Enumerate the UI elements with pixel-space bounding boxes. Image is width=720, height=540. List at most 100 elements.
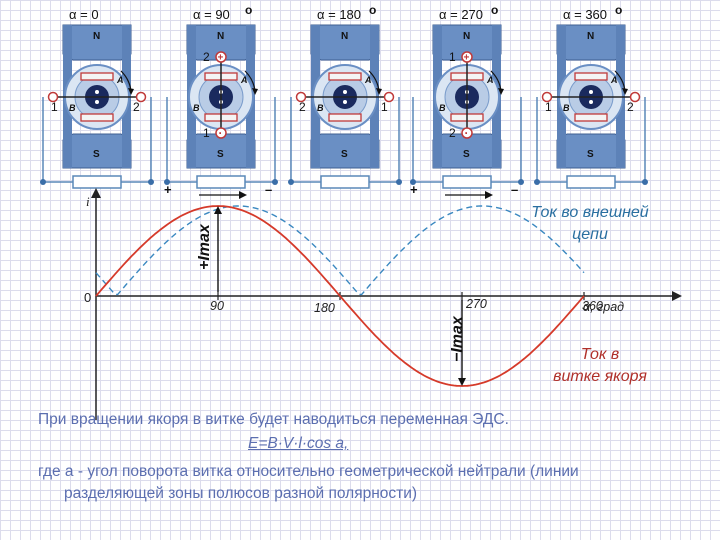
brush-b-4 bbox=[574, 113, 608, 122]
legend-external-line2: цепи bbox=[572, 226, 608, 243]
degree-mark-4: o bbox=[615, 3, 622, 17]
coil-side-left-2 bbox=[295, 91, 307, 103]
polarity-plus-3: + bbox=[410, 182, 418, 197]
load-resistor-1 bbox=[196, 175, 246, 189]
degree-mark-3: o bbox=[491, 3, 498, 17]
coil-current-curve bbox=[95, 205, 585, 387]
commutator-dot-top-4 bbox=[589, 90, 593, 94]
pole-n-label-2: N bbox=[341, 31, 348, 42]
coil-side-bottom-3 bbox=[461, 127, 473, 139]
coil-num-top-1: 2 bbox=[203, 50, 210, 64]
coil-num-top-3: 1 bbox=[449, 50, 456, 64]
brush-b-label-3: B bbox=[439, 103, 446, 113]
pole-n-label-0: N bbox=[93, 31, 100, 42]
angle-label-1: α = 90 bbox=[193, 7, 230, 22]
origin-label: 0 bbox=[84, 290, 91, 305]
angle-label-4: α = 360 bbox=[563, 7, 607, 22]
load-resistor-2 bbox=[320, 175, 370, 189]
legend-coil-line1: Ток в bbox=[580, 346, 620, 363]
motor-4: α = 360 oN S A B 1 2 bbox=[534, 3, 648, 189]
load-resistor-3 bbox=[442, 175, 492, 189]
imax-plus-arrowhead bbox=[214, 206, 222, 214]
load-resistor-0 bbox=[72, 175, 122, 189]
commutator-dot-top-2 bbox=[343, 90, 347, 94]
coil-num-bottom-1: 1 bbox=[203, 126, 210, 140]
brush-a-label-0: A bbox=[116, 75, 124, 85]
coil-side-right-2 bbox=[383, 91, 395, 103]
polarity-plus-1: + bbox=[164, 182, 172, 197]
coil-side-top-1 bbox=[215, 51, 227, 63]
current-arrowhead-3 bbox=[485, 191, 493, 199]
imax-plus-label: +Imax bbox=[196, 223, 213, 270]
brush-a-label-1: A bbox=[240, 75, 248, 85]
pole-n-label-1: N bbox=[217, 31, 224, 42]
coil-num-right-0: 2 bbox=[133, 100, 140, 114]
coil-side-top-3 bbox=[461, 51, 473, 63]
polarity-minus-3: – bbox=[511, 182, 518, 197]
brush-a-label-2: A bbox=[364, 75, 372, 85]
brush-b-label-2: B bbox=[317, 103, 324, 113]
brush-a-0 bbox=[80, 72, 114, 81]
brush-b-label-4: B bbox=[563, 103, 570, 113]
imax-arrows bbox=[214, 206, 466, 386]
commutator-dot-bottom-0 bbox=[95, 100, 99, 104]
imax-minus-label: −Imax bbox=[449, 315, 466, 362]
caption-line-4: разделяющей зоны полюсов разной полярнос… bbox=[64, 485, 418, 502]
coil-num-bottom-3: 2 bbox=[449, 126, 456, 140]
brush-b-label-0: B bbox=[69, 103, 76, 113]
x-tick-label-1: 180 bbox=[314, 301, 335, 315]
commutator-dot-bottom-4 bbox=[589, 100, 593, 104]
external-current-curve bbox=[95, 205, 585, 296]
current-sign-bottom-3: · bbox=[465, 126, 469, 140]
terminal-right-1 bbox=[272, 179, 278, 185]
angle-label-3: α = 270 bbox=[439, 7, 483, 22]
x-tick-label-2: 270 bbox=[465, 297, 487, 311]
current-sign-bottom-1: · bbox=[219, 126, 223, 140]
commutator-dot-top-0 bbox=[95, 90, 99, 94]
load-resistor-4 bbox=[566, 175, 616, 189]
coil-num-left-4: 1 bbox=[545, 100, 552, 114]
pole-s-label-0: S bbox=[93, 149, 100, 160]
pole-n-label-4: N bbox=[587, 31, 594, 42]
terminal-left-4 bbox=[534, 179, 540, 185]
legend-external-line1: Ток во внешней bbox=[531, 204, 649, 221]
terminal-right-3 bbox=[518, 179, 524, 185]
terminal-left-3 bbox=[410, 179, 416, 185]
coil-num-left-2: 2 bbox=[299, 100, 306, 114]
caption-formula: E=B·V·l·cos a, bbox=[248, 435, 349, 452]
x-tick-label-0: 90 bbox=[210, 299, 224, 313]
terminal-right-0 bbox=[148, 179, 154, 185]
x-axis-label: α, град bbox=[583, 300, 624, 314]
degree-mark-2: o bbox=[369, 3, 376, 17]
rotation-arrowhead-0 bbox=[128, 88, 134, 95]
degree-mark-1: o bbox=[245, 3, 252, 17]
brush-b-2 bbox=[328, 113, 362, 122]
imax-minus-arrowhead bbox=[458, 378, 466, 386]
brush-a-label-4: A bbox=[610, 75, 618, 85]
y-axis-label: i bbox=[86, 194, 90, 209]
angle-label-0: α = 0 bbox=[69, 7, 99, 22]
pole-s-label-3: S bbox=[463, 149, 470, 160]
coil-num-left-0: 1 bbox=[51, 100, 58, 114]
pole-s-label-4: S bbox=[587, 149, 594, 160]
rotation-arrowhead-2 bbox=[376, 88, 382, 95]
coil-num-right-4: 2 bbox=[627, 100, 634, 114]
angle-label-2: α = 180 bbox=[317, 7, 361, 22]
current-sign-top-1: + bbox=[218, 53, 224, 64]
terminal-right-2 bbox=[396, 179, 402, 185]
rotation-arrowhead-1 bbox=[252, 88, 258, 95]
current-arrowhead-1 bbox=[239, 191, 247, 199]
brush-b-0 bbox=[80, 113, 114, 122]
terminal-left-0 bbox=[40, 179, 46, 185]
legend-coil-current: Ток в витке якоря bbox=[530, 344, 670, 388]
coil-side-right-0 bbox=[135, 91, 147, 103]
brush-b-label-1: B bbox=[193, 103, 200, 113]
commutator-dot-bottom-2 bbox=[343, 100, 347, 104]
terminal-right-4 bbox=[642, 179, 648, 185]
brush-a-label-3: A bbox=[486, 75, 494, 85]
pole-n-label-3: N bbox=[463, 31, 470, 42]
caption-line-3: где a - угол поворота витка относительно… bbox=[38, 463, 579, 480]
motor-positions: α = 0 N S A B 1 2 α = 90 oN S A B + · 2 1 + – α = 180 oN S A B… bbox=[40, 3, 648, 199]
